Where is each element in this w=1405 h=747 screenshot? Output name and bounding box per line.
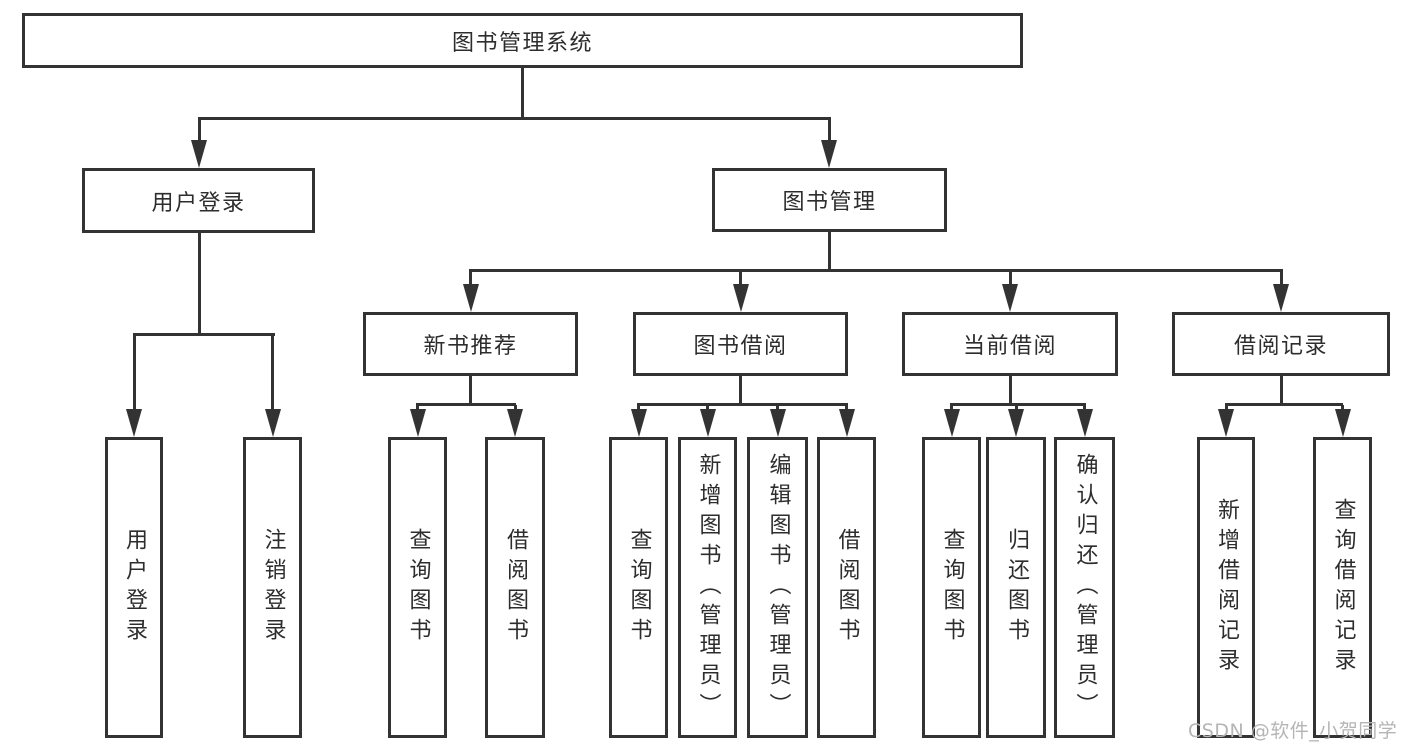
leaf-confirm-return-admin: 确认归还（管理员） <box>1054 437 1115 738</box>
arrow-down-icon <box>409 409 426 437</box>
connector-line <box>1279 376 1283 406</box>
arrow-down-icon <box>462 284 479 312</box>
leaf-borrow-query-label: 查询图书 <box>626 527 652 648</box>
connector-line <box>271 335 274 413</box>
connector-line <box>950 403 1086 406</box>
leaf-add-borrow-record: 新增借阅记录 <box>1197 437 1255 738</box>
leaf-query-borrow-record: 查询借阅记录 <box>1313 437 1372 738</box>
leaf-new-book-borrow: 借阅图书 <box>485 437 545 738</box>
leaf-current-query-label: 查询图书 <box>939 527 965 648</box>
leaf-new-book-borrow-label: 借阅图书 <box>503 527 528 648</box>
connector-line <box>469 376 472 406</box>
leaf-edit-book-admin: 编辑图书（管理员） <box>747 437 808 738</box>
connector-line <box>198 117 831 120</box>
arrow-down-icon <box>1076 409 1093 437</box>
leaf-new-book-query-label: 查询图书 <box>405 527 431 648</box>
node-user-login-label: 用户登录 <box>151 190 246 216</box>
connector-line <box>197 118 201 144</box>
arrow-down-icon <box>126 409 142 437</box>
arrow-down-icon <box>507 409 523 437</box>
connector-line <box>197 233 201 336</box>
connector-line <box>637 403 848 406</box>
leaf-add-book-admin-label: 新增图书（管理员） <box>695 452 721 723</box>
connector-line <box>1224 403 1343 406</box>
leaf-return-book: 归还图书 <box>986 437 1046 738</box>
arrow-down-icon <box>821 140 837 168</box>
node-book-borrow-label: 图书借阅 <box>693 334 788 359</box>
leaf-current-query: 查询图书 <box>922 437 981 738</box>
leaf-borrow-book: 借阅图书 <box>817 437 876 738</box>
connector-line <box>827 118 831 144</box>
connector-line <box>739 376 742 406</box>
arrow-down-icon <box>769 409 786 437</box>
leaf-logout-label: 注销登录 <box>260 527 286 648</box>
node-book-borrow: 图书借阅 <box>633 312 848 376</box>
leaf-confirm-return-admin-label: 确认归还（管理员） <box>1072 452 1098 723</box>
connector-line <box>469 269 1283 272</box>
node-user-login: 用户登录 <box>82 168 315 233</box>
arrow-down-icon <box>732 284 749 312</box>
leaf-user-login-label: 用户登录 <box>122 527 147 648</box>
connector-line <box>132 333 275 336</box>
node-root: 图书管理系统 <box>22 13 1023 68</box>
leaf-return-book-label: 归还图书 <box>1004 527 1029 648</box>
connector-line <box>1279 270 1283 288</box>
leaf-add-book-admin: 新增图书（管理员） <box>678 437 737 738</box>
arrow-down-icon <box>1002 284 1018 312</box>
node-book-management: 图书管理 <box>712 168 947 232</box>
arrow-down-icon <box>699 409 716 437</box>
arrow-down-icon <box>943 409 960 437</box>
leaf-add-borrow-record-label: 新增借阅记录 <box>1214 497 1239 678</box>
leaf-user-login: 用户登录 <box>105 437 163 738</box>
connector-line <box>1008 376 1012 406</box>
leaf-new-book-query: 查询图书 <box>388 437 447 738</box>
node-current-borrow-label: 当前借阅 <box>962 334 1057 359</box>
connector-line <box>521 68 524 118</box>
node-current-borrow: 当前借阅 <box>902 312 1118 376</box>
arrow-down-icon <box>1273 284 1289 312</box>
node-borrow-record: 借阅记录 <box>1172 312 1390 376</box>
connector-line <box>739 270 742 288</box>
connector-line <box>827 232 831 272</box>
arrow-down-icon <box>1218 409 1234 437</box>
csdn-watermark: CSDN @软件_小贺同学 <box>1188 720 1398 742</box>
node-borrow-record-label: 借阅记录 <box>1233 334 1328 359</box>
connector-line <box>469 270 472 288</box>
node-new-book: 新书推荐 <box>363 312 578 376</box>
arrow-down-icon <box>1334 409 1351 437</box>
arrow-down-icon <box>264 409 281 437</box>
node-root-label: 图书管理系统 <box>451 30 593 56</box>
leaf-borrow-book-label: 借阅图书 <box>834 527 860 648</box>
leaf-logout: 注销登录 <box>243 437 302 738</box>
leaf-borrow-query: 查询图书 <box>609 437 668 738</box>
arrow-down-icon <box>1008 409 1024 437</box>
node-book-management-label: 图书管理 <box>782 190 877 215</box>
connector-line <box>1008 270 1012 288</box>
connector-line <box>132 335 136 413</box>
leaf-edit-book-admin-label: 编辑图书（管理员） <box>765 452 791 723</box>
node-new-book-label: 新书推荐 <box>423 334 518 359</box>
connector-line <box>416 403 516 406</box>
arrow-down-icon <box>191 140 207 168</box>
arrow-down-icon <box>838 409 855 437</box>
leaf-query-borrow-record-label: 查询借阅记录 <box>1330 497 1356 678</box>
arrow-down-icon <box>630 409 647 437</box>
